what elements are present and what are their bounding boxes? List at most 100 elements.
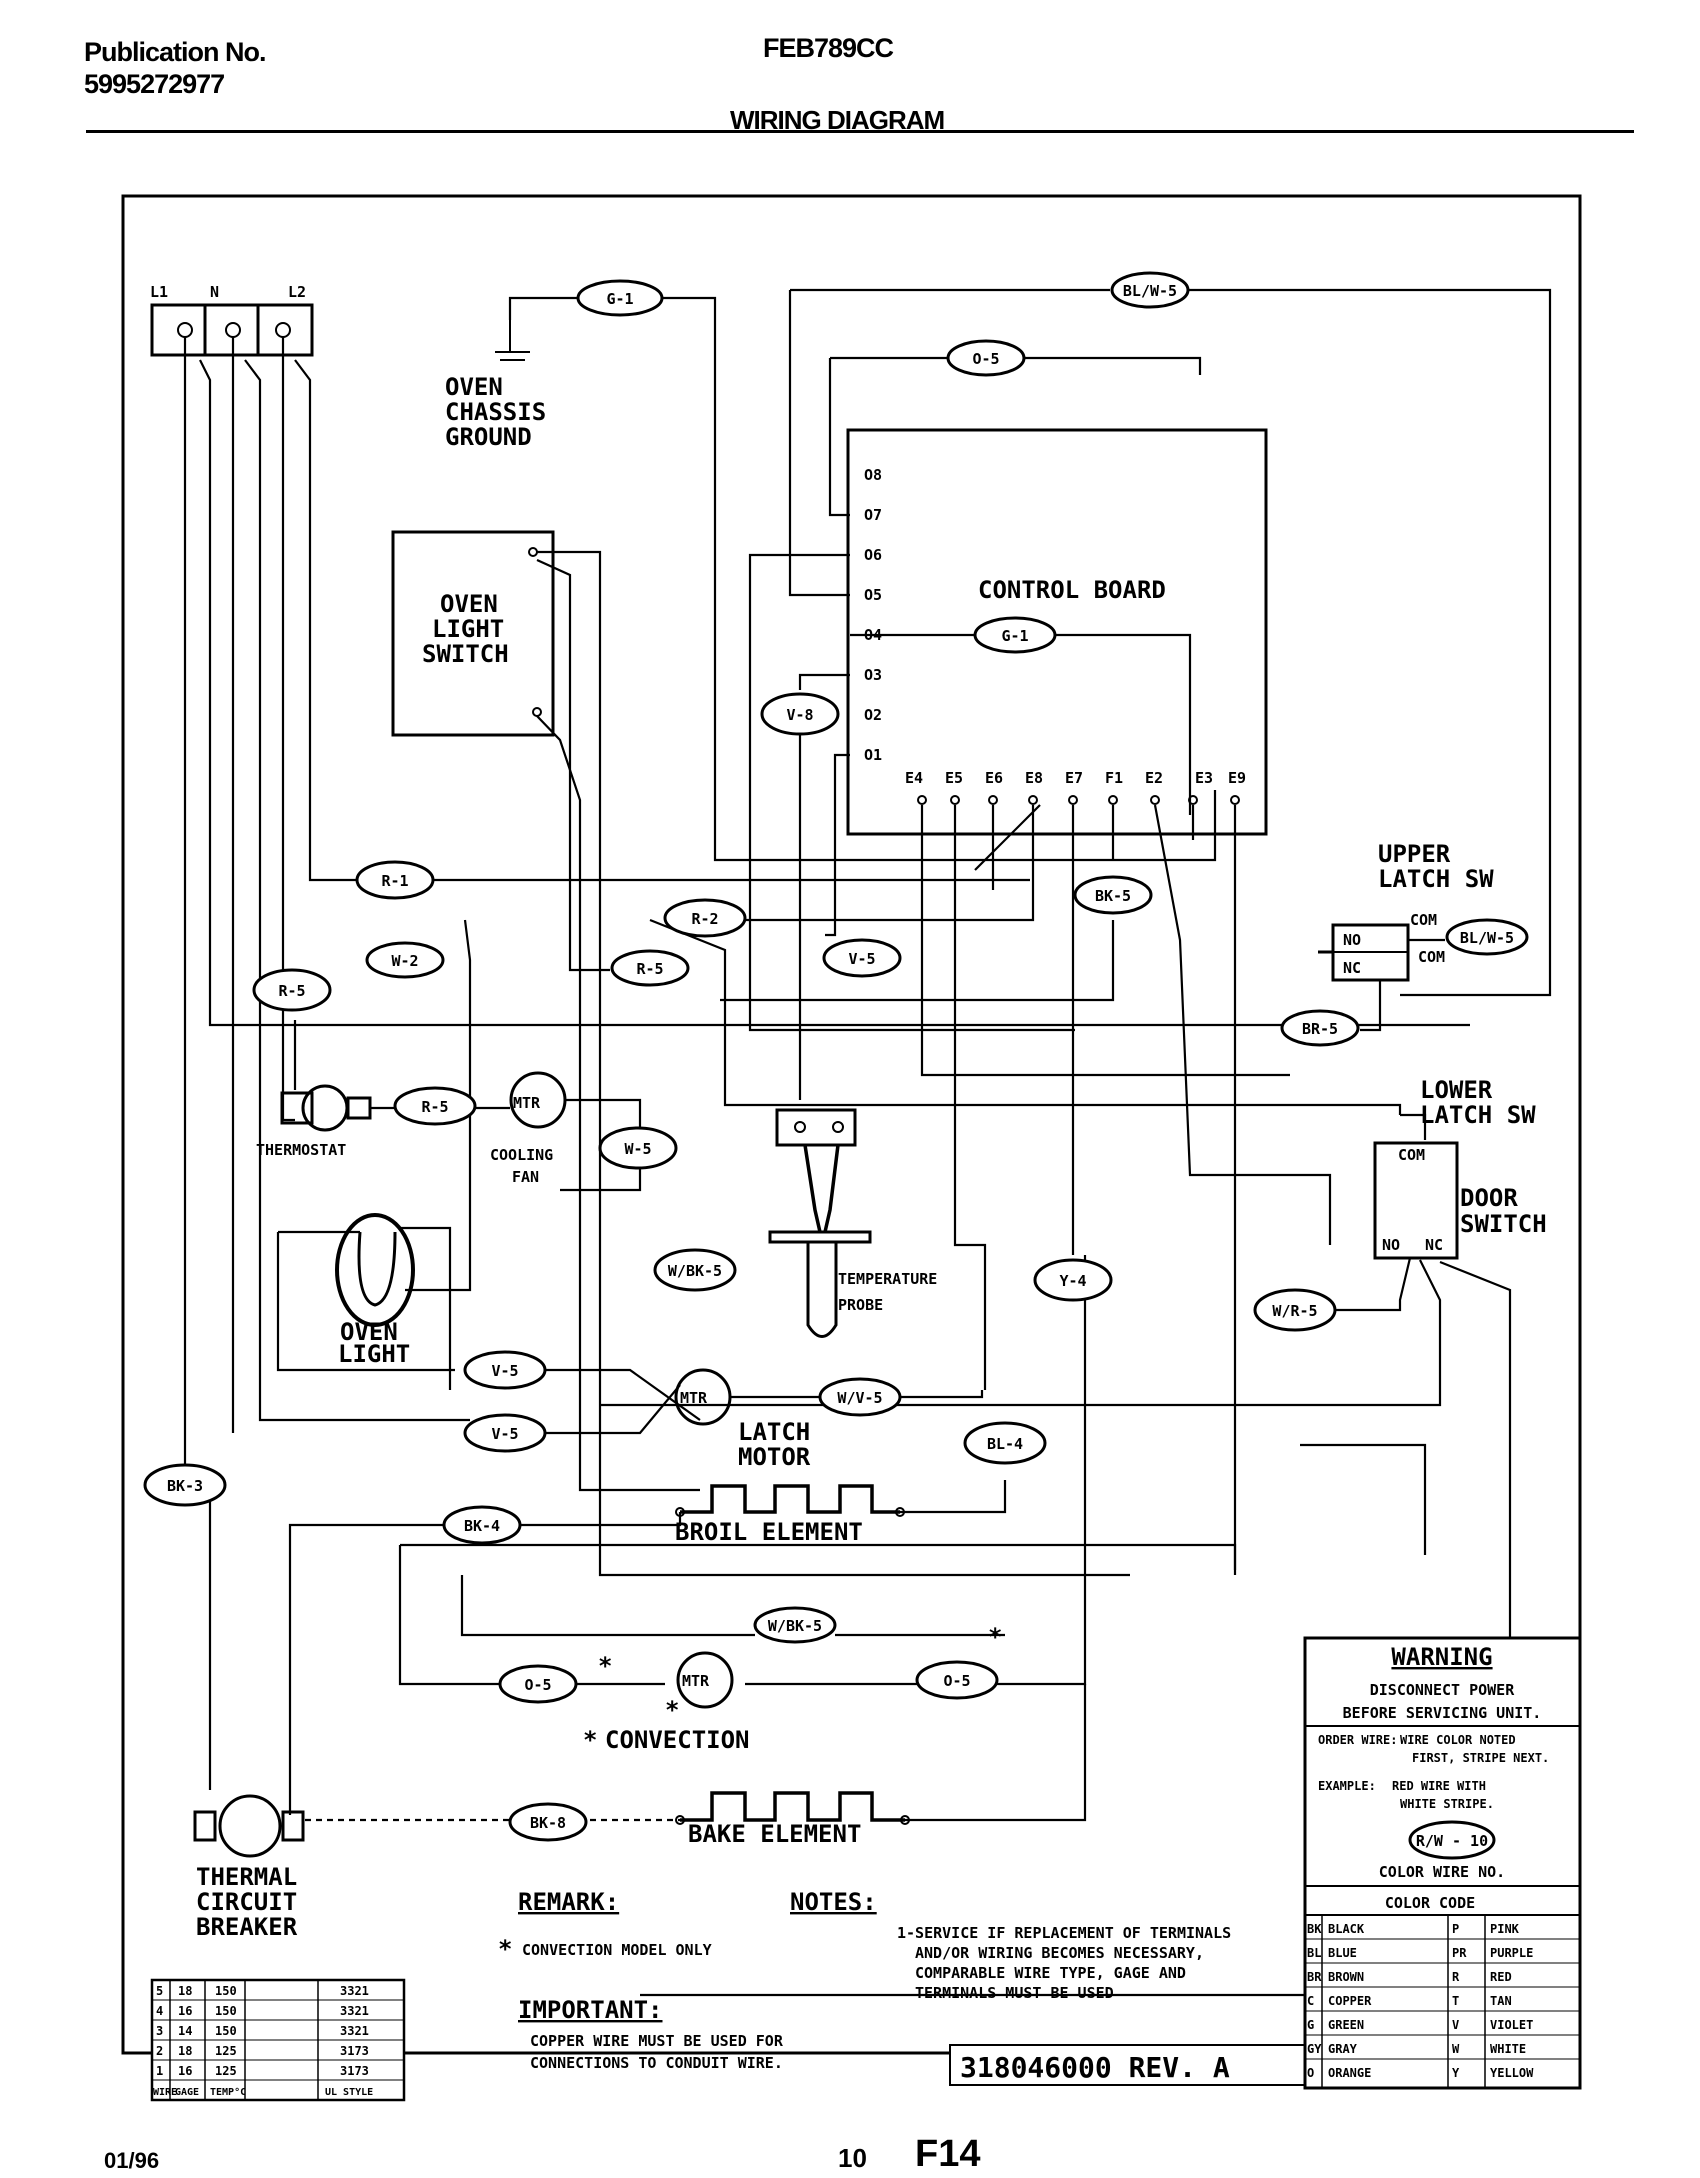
tag-r2: R-2	[663, 898, 747, 938]
wire-table-row-1: 5 18 150 3321	[156, 1984, 369, 1998]
cc-abbr: BR	[1307, 1970, 1322, 1984]
upper-latch-label-2: LATCH SW	[1378, 865, 1494, 893]
wire-n-latch	[244, 359, 470, 1422]
wire-wbk5-low-left	[460, 1575, 755, 1637]
pin-o5: O5	[864, 586, 882, 604]
thermal-circuit-breaker: THERMAL CIRCUIT BREAKER	[193, 1794, 305, 1941]
wire-table-row-4: 2 18 125 3173	[156, 2044, 369, 2058]
remark-text: CONVECTION MODEL ONLY	[522, 1941, 712, 1959]
pin-o7: O7	[864, 506, 882, 524]
header-rule	[86, 130, 1634, 133]
control-board-label: CONTROL BOARD	[978, 576, 1166, 604]
wire-e5	[953, 805, 987, 1390]
pin-e5: E5	[945, 769, 963, 787]
temperature-probe-label-1: TEMPERATURE	[838, 1270, 937, 1288]
wire-o1	[825, 753, 850, 937]
wt-cell: 3173	[340, 2044, 369, 2058]
tag-g1-top: G-1	[576, 279, 664, 317]
tag-wv5: W/V-5	[818, 1377, 902, 1417]
wire-g1-ground	[662, 296, 1217, 862]
tag-v8-text: V-8	[786, 706, 813, 724]
latch-motor: MTR LATCH MOTOR	[674, 1368, 811, 1471]
wire-light-v5	[545, 1368, 701, 1421]
tag-g1-top-text: G-1	[606, 290, 633, 308]
tag-o5-conv-left-text: O-5	[524, 1676, 551, 1694]
notes-line-2: AND/OR WIRING BECOMES NECESSARY,	[915, 1944, 1204, 1962]
publication-number: 5995272977	[84, 69, 225, 99]
chassis-ground-label-1: OVEN	[445, 373, 503, 401]
wire-o3	[798, 673, 850, 690]
chassis-ground-label-3: GROUND	[445, 423, 532, 451]
wt-cell: 3	[156, 2024, 163, 2038]
chassis-ground-label-2: CHASSIS	[445, 398, 546, 426]
tag-w5-fan-text: W-5	[624, 1140, 651, 1158]
wire-e4	[920, 805, 1290, 1077]
wire-o4-g1-right	[1055, 633, 1192, 815]
door-switch-label-1: DOOR	[1460, 1184, 1518, 1212]
control-board: CONTROL BOARD O8 O7 O6 O5 O4 O3 O2 O1 E4…	[846, 428, 1268, 836]
warning-title: WARNING	[1391, 1643, 1492, 1671]
thermal-breaker-label-2: CIRCUIT	[196, 1888, 297, 1916]
wt-cell: 18	[178, 2044, 192, 2058]
order-line-2: FIRST, STRIPE NEXT.	[1412, 1751, 1549, 1765]
cooling-fan-label-2: FAN	[512, 1168, 539, 1186]
example-label: EXAMPLE:	[1318, 1779, 1376, 1793]
oven-light-switch-label-1: OVEN	[440, 590, 498, 618]
lower-latch-label-2: LATCH SW	[1420, 1101, 1536, 1129]
color-code-row-5: G GREEN V VIOLET	[1307, 2018, 1533, 2032]
tag-br5: BR-5	[1280, 1009, 1360, 1047]
cc-name: ORANGE	[1328, 2066, 1371, 2080]
wt-cell: 3321	[340, 2024, 369, 2038]
notes-line-4: TERMINALS MUST BE USED	[915, 1984, 1114, 2002]
oven-light-switch-label-2: LIGHT	[432, 615, 504, 643]
color-code-row-2: BL BLUE PR PURPLE	[1307, 1946, 1533, 1960]
wire-r2-br	[649, 918, 1402, 1115]
wire-l1-bk3	[183, 337, 212, 1790]
wire-door-wr5	[1335, 1257, 1412, 1312]
wire-e8	[680, 805, 1035, 922]
wire-e8-diag	[974, 804, 1041, 871]
wire-e2	[1153, 804, 1332, 1245]
bake-element: BAKE ELEMENT	[675, 1791, 910, 1848]
cc-name: GRAY	[1328, 2042, 1358, 2056]
tag-wbk5-mid-text: W/BK-5	[668, 1262, 722, 1280]
wire-bake-right	[905, 1684, 1087, 1822]
wt-cell: 2	[156, 2044, 163, 2058]
cc-abbr: Y	[1452, 2066, 1460, 2080]
door-switch-no: NO	[1382, 1236, 1400, 1254]
tag-wr5-text: W/R-5	[1272, 1302, 1317, 1320]
tag-v5-latch: V-5	[463, 1413, 547, 1453]
tag-wbk5-low-text: W/BK-5	[768, 1617, 822, 1635]
pin-e3: E3	[1195, 769, 1213, 787]
wt-header-ulstyle: UL STYLE	[325, 2087, 373, 2098]
wire-ols-wbk5	[537, 550, 1130, 1577]
order-label: ORDER WIRE:	[1318, 1733, 1397, 1747]
color-code-row-7: O ORANGE Y YELLOW	[1307, 2066, 1534, 2080]
convection-asterisk-2: *	[665, 1696, 679, 1724]
tag-r5-thermo: R-5	[393, 1086, 477, 1126]
wire-table-row-5: 1 16 125 3173	[156, 2064, 369, 2078]
wire-lower-latch-com	[1400, 1113, 1427, 1140]
oven-light-label-2: LIGHT	[338, 1340, 410, 1368]
color-code-row-1: BK BLACK P PINK	[1307, 1922, 1520, 1936]
pin-e9: E9	[1228, 769, 1246, 787]
convection-mtr-label: MTR	[682, 1672, 710, 1690]
tag-r5-thermo-text: R-5	[421, 1098, 448, 1116]
cc-abbr: P	[1452, 1922, 1459, 1936]
broil-element-label: BROIL ELEMENT	[675, 1518, 863, 1546]
part-number: 318046000 REV. A	[960, 2051, 1230, 2084]
control-board-left-pins: O8 O7 O6 O5 O4 O3 O2 O1	[864, 466, 882, 764]
tag-bk5-text: BK-5	[1095, 887, 1131, 905]
color-wire-no: COLOR WIRE NO.	[1379, 1863, 1505, 1881]
oven-light-switch-label-3: SWITCH	[422, 640, 509, 668]
wire-wv5-right	[900, 1390, 984, 1399]
cc-abbr: W	[1452, 2042, 1460, 2056]
color-code-row-6: GY GRAY W WHITE	[1307, 2042, 1526, 2056]
notes-title: NOTES:	[790, 1888, 877, 1916]
wt-cell: 16	[178, 2004, 192, 2018]
cc-name: BLUE	[1328, 1946, 1357, 1960]
cc-name: PURPLE	[1490, 1946, 1533, 1960]
pin-f1: F1	[1105, 769, 1123, 787]
wt-cell: 16	[178, 2064, 192, 2078]
tag-wv5-text: W/V-5	[837, 1389, 882, 1407]
